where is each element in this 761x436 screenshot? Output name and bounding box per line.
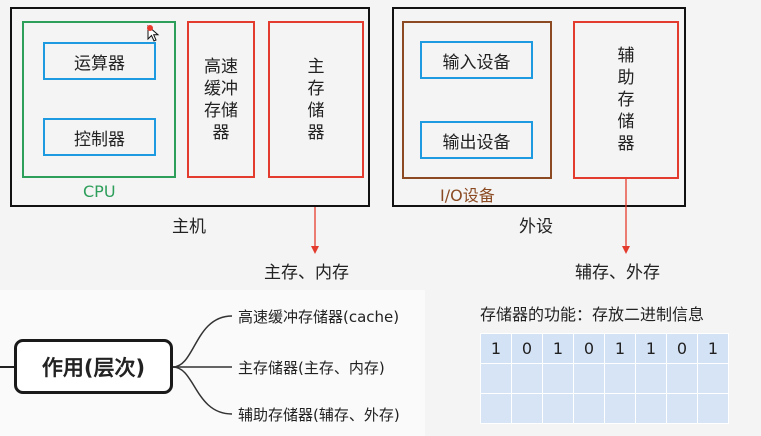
empty-cell — [480, 363, 512, 394]
empty-cell — [511, 393, 543, 424]
io-box — [402, 21, 552, 179]
main-memory-note: 主存、内存 — [264, 263, 349, 283]
empty-cell — [666, 363, 698, 394]
empty-cell — [604, 393, 636, 424]
bit-cell: 0 — [573, 333, 605, 364]
empty-cell — [697, 363, 729, 394]
cpu-label: CPU — [83, 182, 116, 201]
peripheral-title: 外设 — [519, 217, 553, 237]
table-row — [480, 363, 729, 394]
cache-label: 高速缓冲存储器 — [204, 56, 238, 143]
empty-cell — [542, 393, 574, 424]
main-memory-label: 主存储器 — [307, 56, 325, 143]
empty-cell — [635, 393, 667, 424]
aux-memory-label: 辅助存储器 — [617, 46, 635, 154]
control-unit-box: 控制器 — [43, 118, 156, 156]
empty-cell — [542, 363, 574, 394]
bit-cell: 0 — [666, 333, 698, 364]
aux-memory-arrow — [622, 179, 630, 254]
main-memory-box: 主存储器 — [268, 21, 364, 178]
aux-memory-box: 辅助存储器 — [573, 21, 679, 179]
empty-cell — [511, 363, 543, 394]
empty-cell — [573, 393, 605, 424]
table-row — [480, 393, 729, 424]
memory-function-title: 存储器的功能：存放二进制信息 — [480, 305, 705, 324]
alu-box: 运算器 — [43, 42, 156, 80]
mindmap-root: 作用(层次) — [14, 339, 173, 394]
output-device-box: 输出设备 — [420, 121, 533, 159]
bit-cell: 1 — [542, 333, 574, 364]
bit-cell: 1 — [480, 333, 512, 364]
empty-cell — [666, 393, 698, 424]
empty-cell — [635, 363, 667, 394]
mindmap-branch-main: 主存储器(主存、内存) — [238, 359, 385, 377]
io-label: I/O设备 — [440, 186, 495, 205]
empty-cell — [604, 363, 636, 394]
host-box — [10, 7, 370, 207]
input-device-box: 输入设备 — [420, 41, 533, 79]
aux-memory-note: 辅存、外存 — [575, 263, 660, 283]
cursor-icon — [147, 24, 161, 47]
peripheral-box — [392, 7, 686, 207]
bit-cell: 0 — [511, 333, 543, 364]
mindmap-branch-aux: 辅助存储器(辅存、外存) — [238, 406, 400, 424]
bit-cell: 1 — [604, 333, 636, 364]
cache-box: 高速缓冲存储器 — [187, 21, 255, 178]
table-row: 1 0 1 0 1 1 0 1 — [480, 333, 729, 364]
memory-bit-table: 1 0 1 0 1 1 0 1 — [480, 333, 729, 424]
bit-cell: 1 — [697, 333, 729, 364]
empty-cell — [573, 363, 605, 394]
bit-cell: 1 — [635, 333, 667, 364]
host-title: 主机 — [172, 217, 206, 237]
main-memory-arrow — [311, 207, 319, 254]
empty-cell — [697, 393, 729, 424]
cpu-box — [22, 21, 176, 178]
empty-cell — [480, 393, 512, 424]
mindmap-branch-cache: 高速缓冲存储器(cache) — [238, 308, 400, 326]
mindmap-connectors — [0, 315, 233, 415]
